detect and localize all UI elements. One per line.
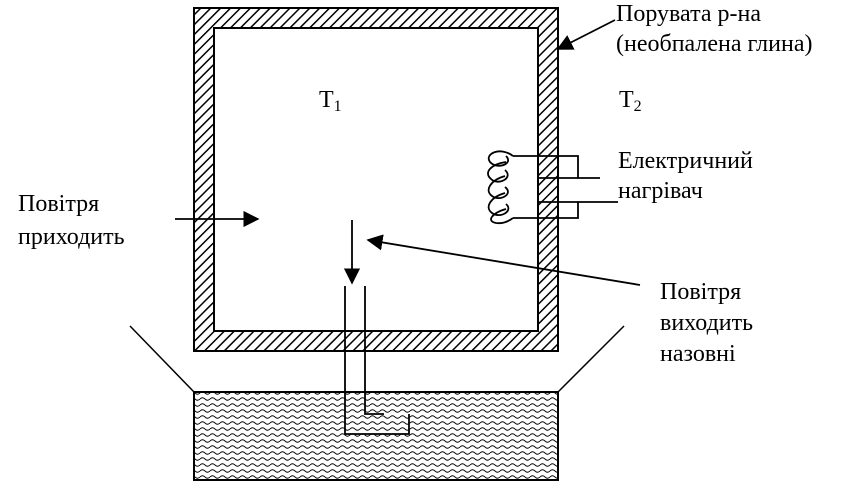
porous-label-line1: Порувата р-на	[616, 1, 761, 27]
air-out-arrow	[366, 234, 641, 286]
t1-label: T1	[319, 87, 342, 115]
air-out-label-line2: виходить	[660, 310, 753, 336]
outlet-tube	[344, 286, 410, 435]
support-line-right	[557, 325, 625, 393]
heater-label-line2: нагрівач	[618, 178, 703, 204]
heater-label-line1: Електричний	[618, 148, 753, 174]
heater-wires	[513, 155, 618, 219]
air-in-label-line1: Повітря	[18, 191, 99, 217]
porous-wall	[193, 7, 559, 352]
t2-sub: 2	[634, 98, 642, 115]
air-out-label-line3: назовні	[660, 341, 736, 367]
t1-main: T	[319, 87, 334, 113]
t2-main: T	[619, 87, 634, 113]
porous-label-line2: (необпалена глина)	[616, 31, 812, 57]
air-out-label-line1: Повітря	[660, 279, 741, 305]
porous-pointer-arrow	[556, 19, 616, 50]
air-in-label-line2: приходить	[18, 224, 125, 250]
heater-coil-icon	[487, 150, 514, 225]
t2-label: T2	[619, 87, 642, 115]
support-line-left	[129, 325, 195, 393]
t1-sub: 1	[334, 98, 342, 115]
water-bath	[193, 391, 559, 481]
